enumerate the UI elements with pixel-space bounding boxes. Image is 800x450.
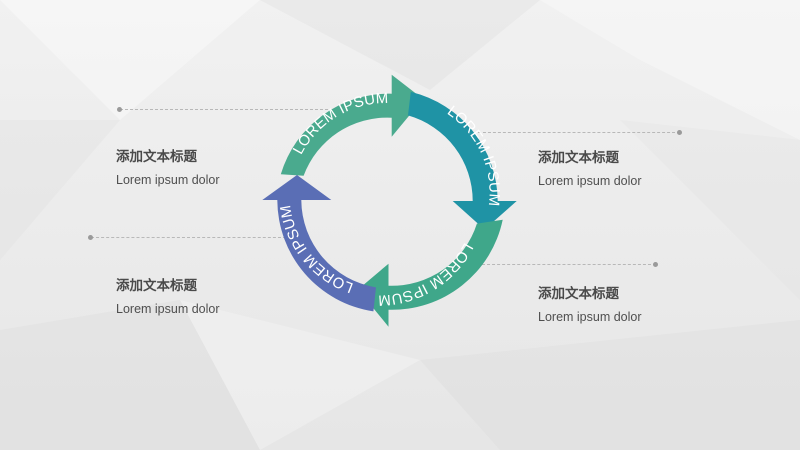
cycle-arrow-3 [358, 219, 503, 327]
connector-line-bottom-right [482, 264, 656, 265]
cycle-arrow-1 [280, 74, 423, 176]
text-block-subtitle: Lorem ipsum dolor [116, 173, 220, 187]
connector-line-bottom-left [91, 237, 286, 238]
text-block-subtitle: Lorem ipsum dolor [116, 302, 220, 316]
text-block-top-left: 添加文本标题 Lorem ipsum dolor [116, 148, 286, 188]
cycle-arrow-2 [408, 91, 517, 230]
cycle-arrow-4 [262, 175, 376, 312]
text-block-bottom-left: 添加文本标题 Lorem ipsum dolor [116, 277, 286, 317]
connector-dot-top-right [677, 130, 682, 135]
text-block-title: 添加文本标题 [538, 286, 619, 302]
text-block-title: 添加文本标题 [116, 149, 197, 165]
connector-dot-bottom-right [653, 262, 658, 267]
text-block-subtitle: Lorem ipsum dolor [538, 174, 642, 188]
connector-dot-bottom-left [88, 235, 93, 240]
text-block-subtitle: Lorem ipsum dolor [538, 310, 642, 324]
text-block-title: 添加文本标题 [538, 150, 619, 166]
connector-line-top-left [120, 109, 398, 110]
text-block-bottom-right: 添加文本标题 Lorem ipsum dolor [538, 285, 708, 325]
text-block-title: 添加文本标题 [116, 278, 197, 294]
connector-dot-top-left [117, 107, 122, 112]
text-block-top-right: 添加文本标题 Lorem ipsum dolor [538, 149, 708, 189]
connector-line-top-right [478, 132, 680, 133]
